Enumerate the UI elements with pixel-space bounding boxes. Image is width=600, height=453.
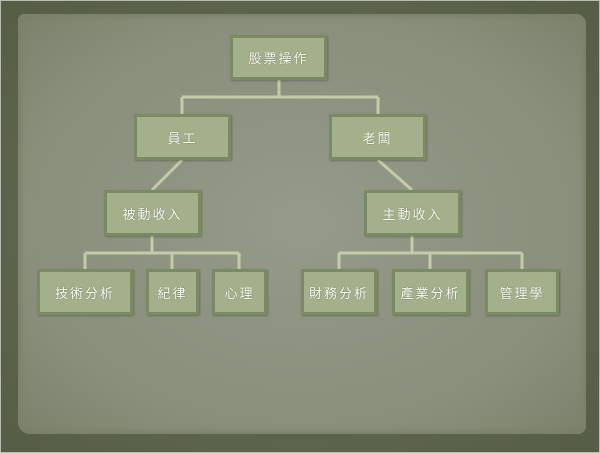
node-label: 老闆 (362, 131, 393, 147)
connector-boss (377, 158, 413, 192)
node-boss: 老闆 (329, 114, 426, 160)
node-label: 技術分析 (54, 286, 115, 302)
connector-employee (150, 158, 184, 192)
connector-root (180, 80, 380, 114)
node-psychology: 心理 (212, 269, 267, 315)
node-discipline: 紀律 (146, 269, 199, 315)
node-financial-analysis: 財務分析 (301, 269, 377, 315)
node-label: 財務分析 (308, 286, 369, 302)
node-employee: 員工 (134, 114, 231, 160)
node-label: 員工 (167, 131, 198, 147)
node-passive-income: 被動收入 (104, 190, 201, 236)
node-active-income: 主動收入 (364, 190, 461, 236)
node-root: 股票操作 (230, 35, 327, 80)
node-label: 管理學 (499, 286, 545, 302)
node-label: 股票操作 (248, 52, 309, 67)
node-label: 紀律 (157, 286, 188, 302)
node-label: 被動收入 (122, 207, 183, 223)
connector-passive (83, 236, 241, 269)
node-label: 主動收入 (382, 207, 443, 223)
node-industry-analysis: 產業分析 (392, 269, 469, 315)
node-management: 管理學 (485, 269, 559, 315)
connector-active (337, 236, 524, 269)
node-technical-analysis: 技術分析 (37, 269, 133, 315)
node-label: 心理 (224, 286, 255, 302)
node-label: 產業分析 (400, 286, 461, 302)
